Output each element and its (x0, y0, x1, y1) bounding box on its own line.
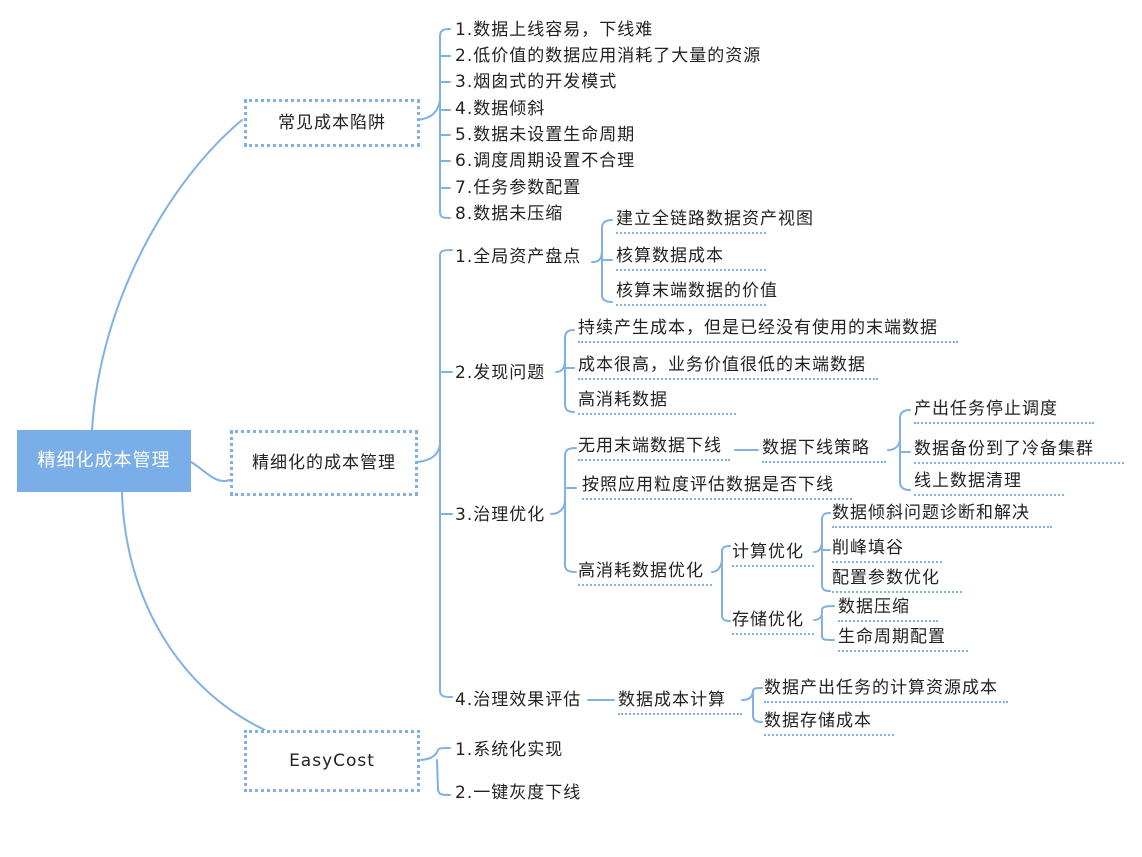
inventory-item: 核算末端数据的价值 (616, 280, 777, 306)
problem-item: 高消耗数据 (578, 389, 736, 415)
opt-unused-offline: 无用末端数据下线 (578, 435, 730, 461)
trap-item: 6.调度周期设置不合理 (455, 151, 636, 171)
step-optimization: 3.治理优化 (455, 505, 546, 525)
trap-item: 2.低价值的数据应用消耗了大量的资源 (455, 46, 762, 66)
node-fine-grained-management[interactable]: 精细化的成本管理 (230, 430, 418, 496)
strategy-item: 线上数据清理 (914, 470, 1064, 496)
compute-item: 削峰填谷 (832, 537, 942, 563)
trap-item: 5.数据未设置生命周期 (455, 125, 636, 145)
step-evaluation: 4.治理效果评估 (455, 690, 582, 710)
step-inventory: 1.全局资产盘点 (455, 247, 582, 267)
compute-item: 配置参数优化 (832, 567, 962, 593)
storage-item: 生命周期配置 (838, 626, 968, 652)
problem-item: 持续产生成本，但是已经没有使用的末端数据 (578, 317, 958, 343)
opt-compute: 计算优化 (732, 541, 814, 567)
node-easycost[interactable]: EasyCost (244, 730, 420, 792)
compute-item: 数据倾斜问题诊断和解决 (832, 502, 1052, 528)
problem-item: 成本很高，业务价值很低的末端数据 (578, 354, 878, 380)
storage-item: 数据压缩 (838, 596, 938, 622)
opt-granularity: 按照应用粒度评估数据是否下线 (582, 474, 852, 500)
eval-item: 数据存储成本 (764, 710, 894, 736)
step-find-problems: 2.发现问题 (455, 363, 546, 383)
eval-item: 数据产出任务的计算资源成本 (764, 677, 1008, 703)
easycost-item: 2.一键灰度下线 (455, 783, 582, 803)
strategy-item: 产出任务停止调度 (914, 398, 1094, 424)
trap-item: 7.任务参数配置 (455, 178, 582, 198)
strategy-item: 数据备份到了冷备集群 (914, 438, 1124, 464)
root-node[interactable]: 精细化成本管理 (17, 430, 191, 492)
opt-high-consumption: 高消耗数据优化 (578, 560, 712, 586)
opt-offline-strategy: 数据下线策略 (762, 437, 886, 463)
trap-item: 4.数据倾斜 (455, 99, 546, 119)
node-cost-traps[interactable]: 常见成本陷阱 (244, 99, 420, 147)
trap-item: 3.烟囱式的开发模式 (455, 72, 618, 92)
inventory-item: 建立全链路数据资产视图 (616, 208, 813, 234)
trap-item: 8.数据未压缩 (455, 204, 564, 224)
easycost-item: 1.系统化实现 (455, 740, 564, 760)
opt-storage: 存储优化 (732, 609, 814, 635)
eval-cost-calc: 数据成本计算 (618, 689, 742, 715)
trap-item: 1.数据上线容易，下线难 (455, 20, 654, 40)
inventory-item: 核算数据成本 (616, 245, 766, 271)
